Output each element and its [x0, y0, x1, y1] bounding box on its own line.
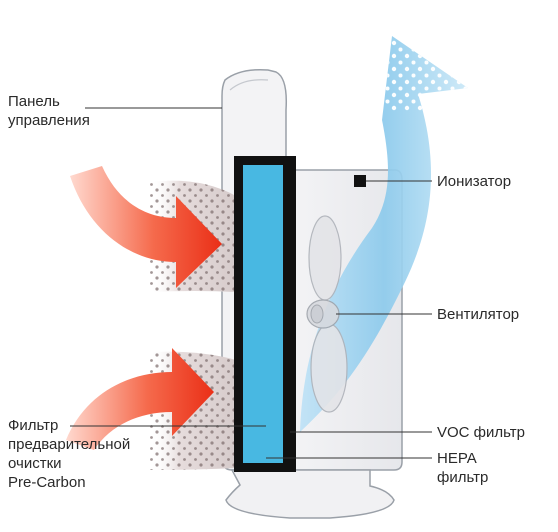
label-fan: Вентилятор	[437, 306, 520, 323]
label-ionizer: Ионизатор	[437, 173, 512, 190]
leader-lines	[70, 107, 432, 459]
label-hepa-filter: HEPA фильтр	[437, 449, 488, 487]
ionizer-marker	[354, 175, 366, 187]
purifier-base	[225, 469, 395, 519]
label-control-panel: Панель управления	[8, 92, 90, 130]
hepa-filter	[243, 165, 283, 463]
clean-air-flow	[300, 36, 468, 432]
label-hepa-filter-line-1: HEPA	[437, 450, 477, 467]
label-pre-filter-line-3: очистки	[8, 455, 62, 472]
label-control-panel-line-1: Панель	[8, 93, 60, 110]
label-pre-filter-line-1: Фильтр	[8, 417, 59, 434]
label-pre-filter: Фильтр предварительной очистки Pre-Carbo…	[8, 416, 130, 492]
label-hepa-filter-line-2: фильтр	[437, 469, 489, 486]
label-pre-filter-line-2: предварительной	[8, 436, 131, 453]
label-pre-filter-line-4: Pre-Carbon	[8, 474, 86, 491]
label-voc-filter: VOC фильтр	[437, 424, 526, 441]
intake-arrow-lower	[66, 348, 214, 450]
label-control-panel-line-2: управления	[8, 112, 90, 129]
intake-arrow-upper	[70, 166, 222, 288]
fan	[306, 215, 348, 413]
